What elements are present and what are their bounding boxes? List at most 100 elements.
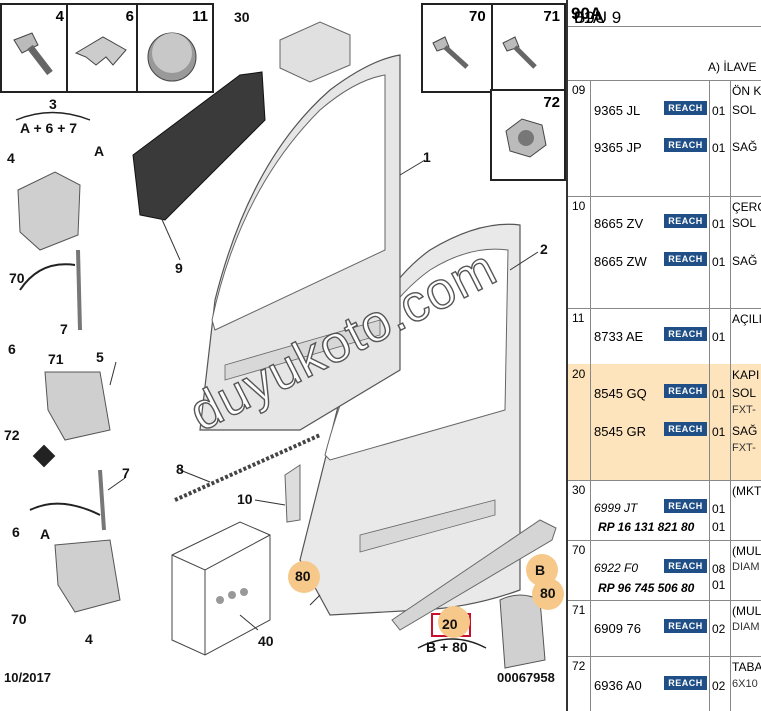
group-number: 09	[572, 83, 586, 97]
callout-2[interactable]: 2	[540, 241, 548, 257]
callout-1[interactable]: 1	[423, 149, 431, 165]
part-number[interactable]: 6999 JT	[594, 501, 638, 515]
reference-number[interactable]: RP 96 745 506 80	[598, 581, 695, 595]
reach-badge: REACH	[664, 676, 707, 690]
plug-cap-icon	[147, 32, 197, 82]
callout-5[interactable]: 5	[96, 349, 104, 365]
part-number[interactable]: 9365 JL	[594, 103, 641, 118]
callout-4-upper[interactable]: 4	[7, 150, 15, 166]
callout-6-lower[interactable]: 6	[12, 524, 20, 540]
callout-4-lower[interactable]: 4	[85, 631, 93, 647]
catalog-code-header: B9U 9 90A 01A	[568, 0, 761, 27]
callout-10[interactable]: 10	[237, 491, 253, 507]
description-line: KAPI	[732, 368, 760, 382]
table-group-30[interactable]: 30 6999 JT REACH 01 (MKT RP 16 131 821 8…	[568, 480, 761, 541]
box-number: 4	[55, 8, 64, 25]
callout-bubble-80-right[interactable]	[532, 578, 564, 610]
box-number: 11	[192, 8, 208, 25]
part-number[interactable]: 6936 A0	[594, 678, 642, 693]
quantity: 01	[712, 502, 726, 516]
callout-7-upper[interactable]: 7	[60, 321, 68, 337]
table-group-20-selected[interactable]: 20 8545 GQ REACH 01 KAPI SOL FXT- 8545 G…	[568, 364, 761, 481]
door-clip-part	[279, 21, 351, 83]
reference-quantity: 01	[712, 578, 726, 592]
description-line: SOL	[732, 216, 757, 230]
reach-badge: REACH	[664, 619, 707, 633]
reach-badge: REACH	[664, 214, 707, 228]
quantity: 01	[712, 141, 726, 155]
callout-B[interactable]: B	[535, 562, 546, 578]
part-number[interactable]: 6909 76	[594, 621, 641, 636]
part-number[interactable]: 8665 ZW	[594, 254, 647, 269]
callout-3-composition: A + 6 + 7	[20, 120, 78, 136]
box-number-70: 70	[469, 8, 486, 25]
group-number: 30	[572, 483, 586, 497]
callout-9[interactable]: 9	[175, 260, 183, 276]
upper-hinge-assembly	[17, 171, 111, 441]
table-group-11[interactable]: 11 8733 AE REACH 01 AÇILI	[568, 308, 761, 365]
diagram-date: 10/2017	[4, 670, 51, 685]
part-number[interactable]: 8545 GR	[594, 424, 647, 439]
callout-7-lower[interactable]: 7	[122, 465, 130, 481]
table-group-10[interactable]: 10 8665 ZV REACH 01 ÇERÇ SOL 8665 ZW REA…	[568, 196, 761, 309]
callout-71[interactable]: 71	[48, 351, 64, 367]
callout-3[interactable]: 3	[49, 96, 57, 112]
reference-number[interactable]: RP 16 131 821 80	[598, 520, 695, 534]
table-group-09[interactable]: 09 9365 JL REACH 01 ÖN K SOL 9365 JP REA…	[568, 80, 761, 197]
quantity: 08	[712, 562, 726, 576]
reference-quantity: 01	[712, 520, 726, 534]
part-box-70-71-72[interactable]: 70 71	[421, 3, 566, 93]
code-bold: 90A	[571, 4, 603, 23]
part-number[interactable]: 8665 ZV	[594, 216, 644, 231]
callout-A-lower[interactable]: A	[40, 526, 51, 542]
callout-A-upper[interactable]: A	[94, 143, 105, 159]
description-line: SOL	[732, 103, 757, 117]
repair-kit-box	[171, 521, 271, 656]
group-number: 11	[572, 311, 585, 325]
part-number[interactable]: 8545 GQ	[594, 386, 647, 401]
nut-icon	[505, 118, 547, 158]
callout-70-lower[interactable]: 70	[11, 611, 27, 627]
part-box-4[interactable]: 4	[0, 3, 70, 93]
diagram-image-number: 00067958	[497, 670, 555, 685]
description-line: SOL	[732, 386, 757, 400]
table-group-70[interactable]: 70 6922 F0 REACH 08 (MUL DIAM RP 96 745 …	[568, 540, 761, 601]
description-line: FXT-	[732, 404, 756, 416]
callout-8[interactable]: 8	[176, 461, 184, 477]
table-group-72[interactable]: 72 6936 A0 REACH 02 TABA 6X10	[568, 656, 761, 711]
exploded-parts-diagram: 4 6 11 70 71 72 30 3 A + 6 + 7 4 A 70 7 …	[0, 3, 566, 685]
callout-20[interactable]: 20	[442, 616, 458, 632]
part-box-72[interactable]: 72	[490, 89, 566, 181]
group-number: 20	[572, 367, 586, 381]
reach-badge: REACH	[664, 252, 707, 266]
quantity: 01	[712, 330, 726, 344]
quantity: 02	[712, 679, 726, 693]
description-line: SAĞ	[732, 140, 758, 154]
part-number[interactable]: 6922 F0	[594, 561, 639, 575]
group-number: 70	[572, 543, 586, 557]
part-number[interactable]: 8733 AE	[594, 329, 644, 344]
callout-bubble-20[interactable]	[438, 606, 470, 638]
description-line: SAĞ	[732, 254, 758, 268]
quantity: 01	[712, 217, 726, 231]
description-line: SAĞ	[732, 424, 758, 438]
callout-30[interactable]: 30	[234, 9, 250, 25]
callout-40[interactable]: 40	[258, 633, 274, 649]
callout-80-right[interactable]: 80	[540, 585, 556, 601]
screw-icons	[432, 36, 537, 69]
box-number: 72	[543, 94, 560, 111]
reach-badge: REACH	[664, 559, 707, 573]
table-group-71[interactable]: 71 6909 76 REACH 02 (MUL DIAM	[568, 600, 761, 657]
callout-72[interactable]: 72	[4, 427, 20, 443]
group-number: 71	[572, 603, 586, 617]
callout-70-upper[interactable]: 70	[9, 270, 25, 286]
part-number[interactable]: 9365 JP	[594, 140, 642, 155]
description-line: AÇILI	[732, 312, 761, 326]
reach-badge: REACH	[664, 327, 707, 341]
callout-bubble-80-left[interactable]	[288, 561, 320, 593]
callout-80-left[interactable]: 80	[295, 568, 311, 584]
part-box-6[interactable]: 6	[66, 3, 140, 93]
callout-6-upper[interactable]: 6	[8, 341, 16, 357]
quantity: 01	[712, 255, 726, 269]
part-box-11[interactable]: 11	[136, 3, 214, 93]
